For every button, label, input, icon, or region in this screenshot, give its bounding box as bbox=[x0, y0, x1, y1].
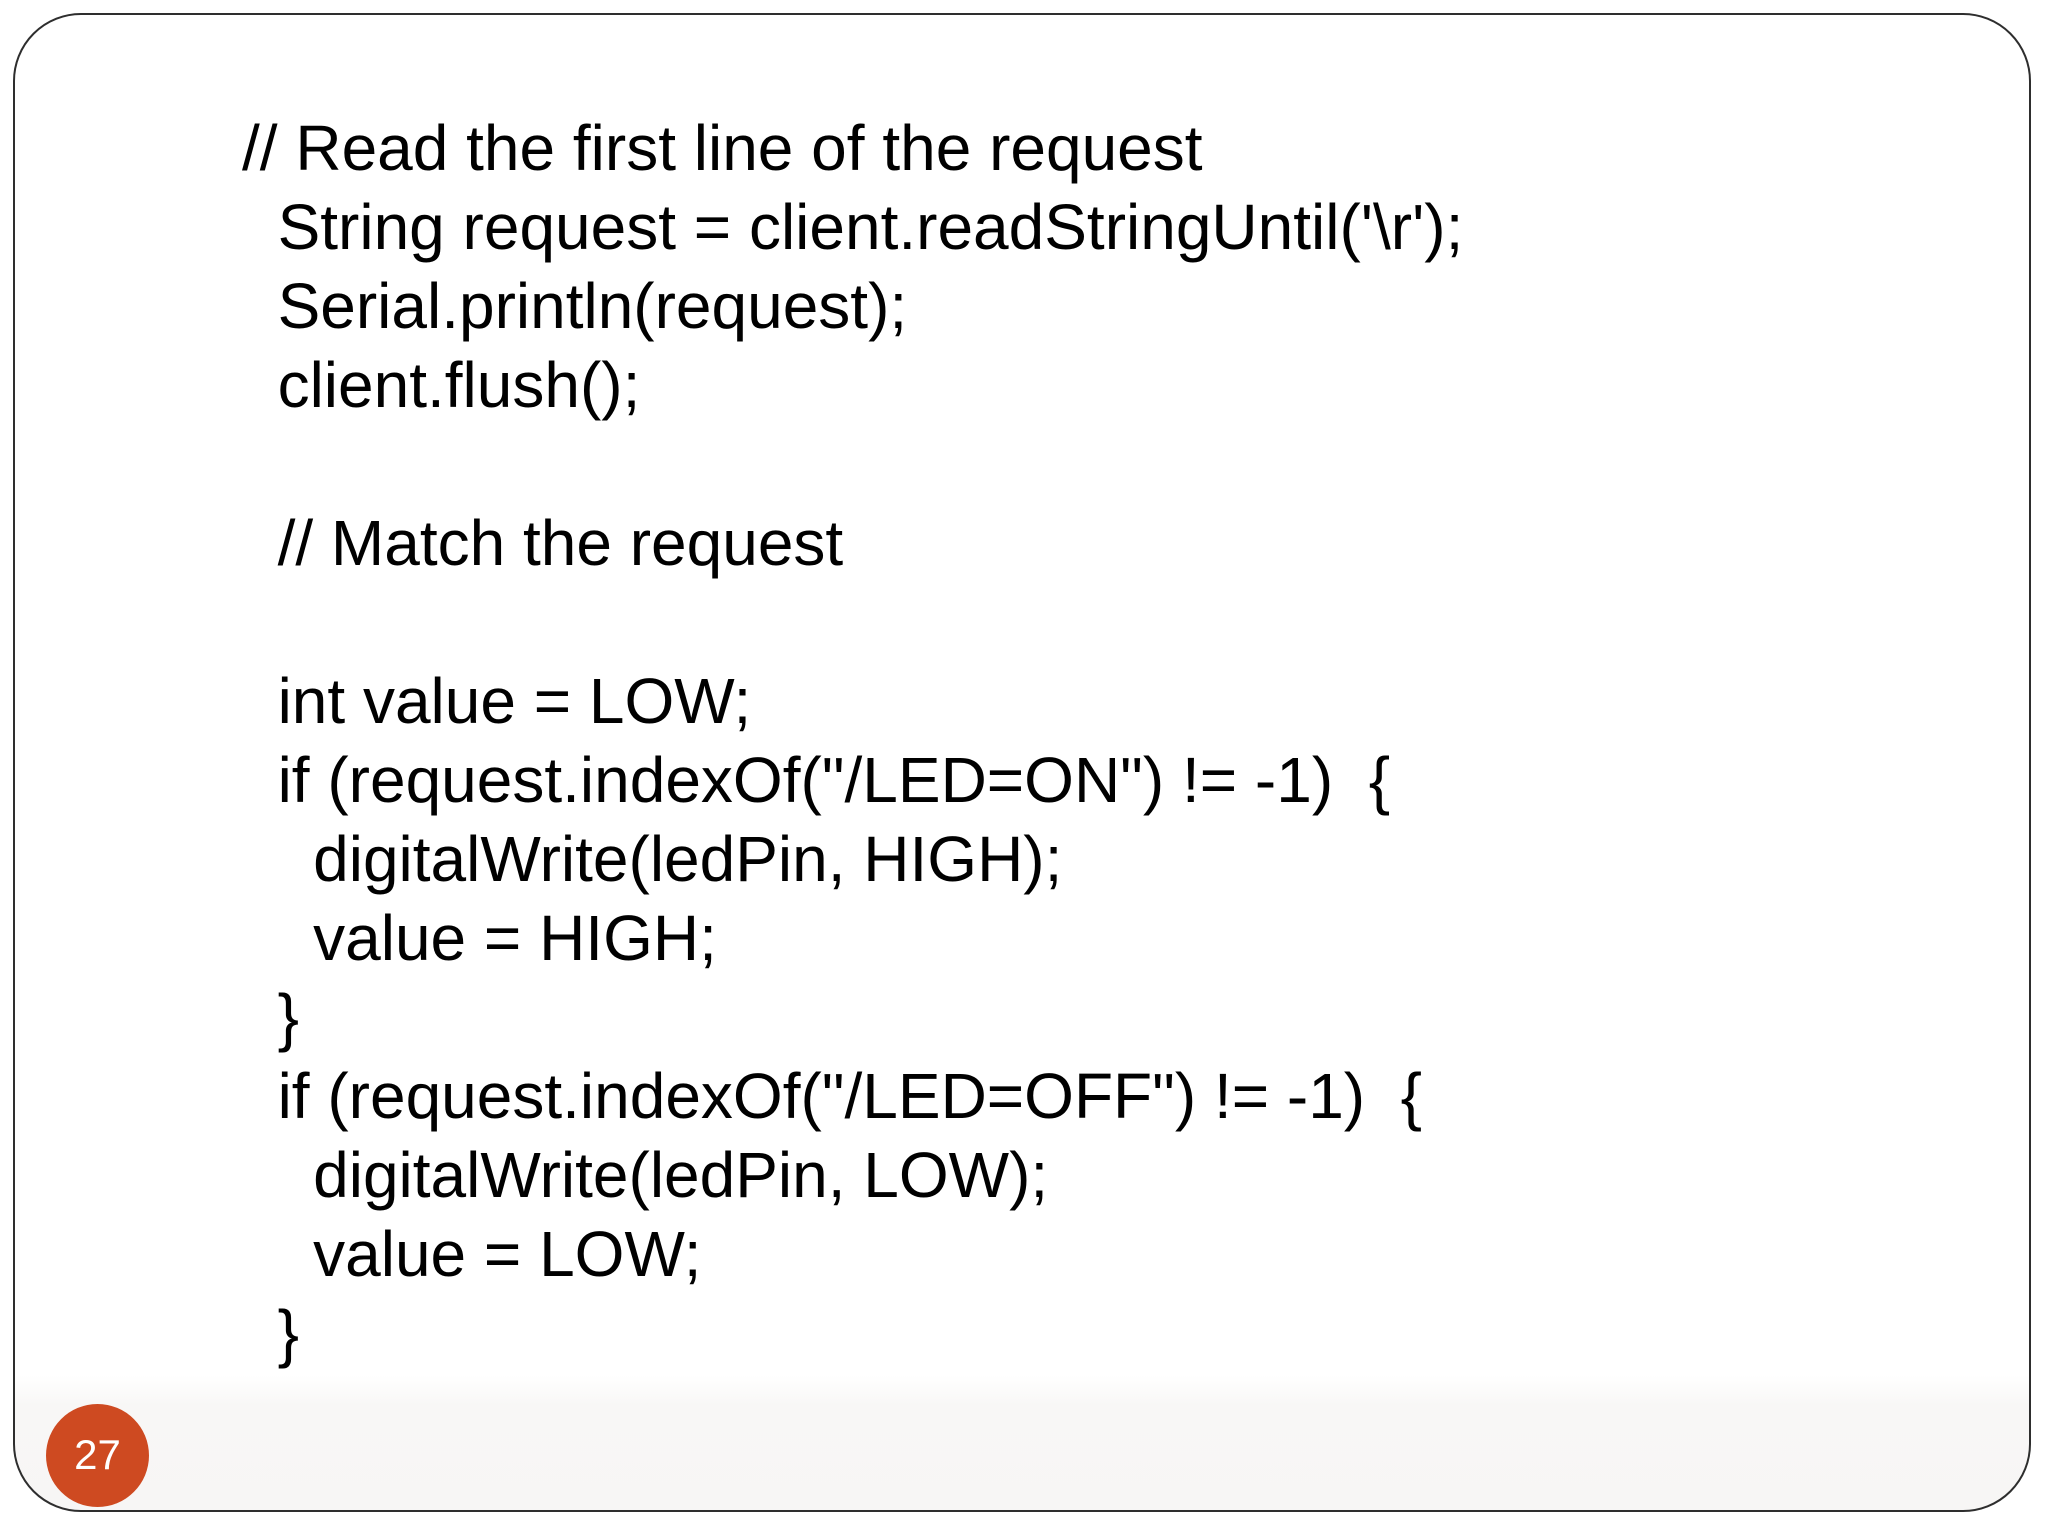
slide-frame: // Read the first line of the request St… bbox=[13, 13, 2031, 1512]
code-block: // Read the first line of the request St… bbox=[242, 112, 1464, 1369]
page-number-badge: 27 bbox=[46, 1404, 149, 1507]
page-number-label: 27 bbox=[74, 1430, 121, 1478]
